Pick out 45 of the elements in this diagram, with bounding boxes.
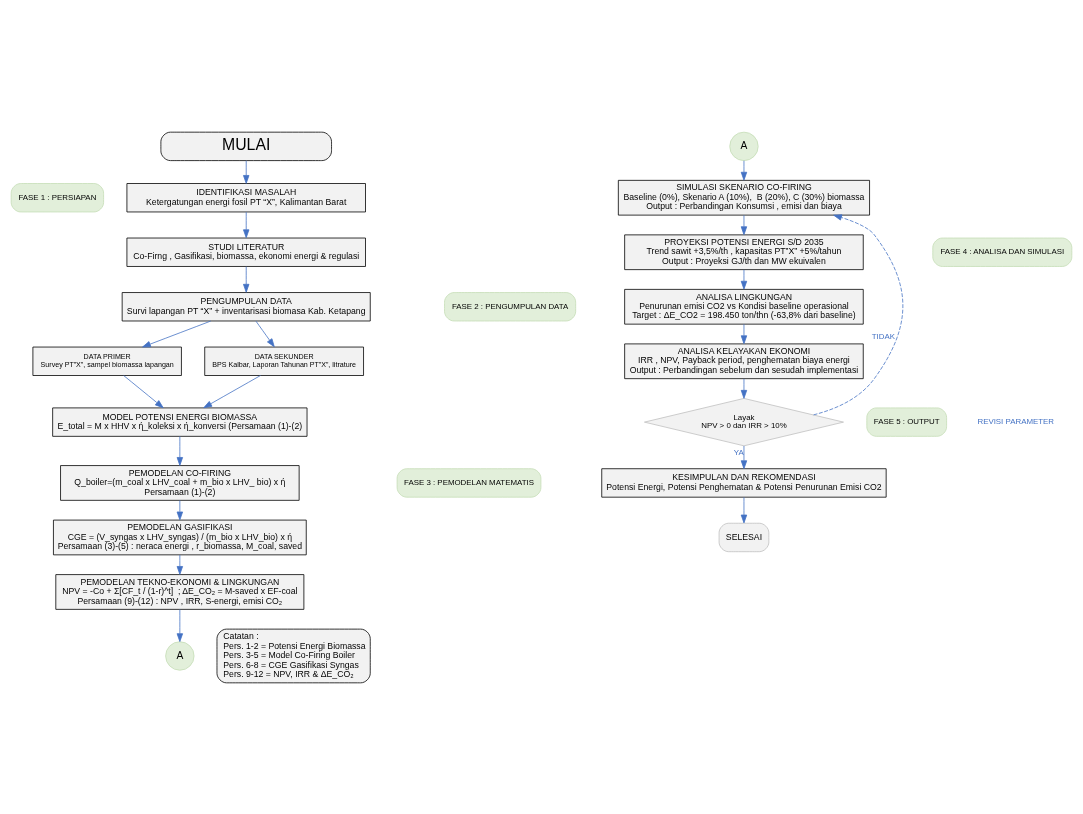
- node-box: FASE 5 : OUTPUT: [866, 407, 947, 437]
- arrow: [740, 496, 748, 523]
- node-box: SIMULASI SKENARIO CO-FIRING Baseline (0%), Skenario A (10%), B (20%), C (30%) biomassa Output : Perbandingan Konsumsi , emisi dan biaya: [617, 179, 870, 215]
- node-box: ANALISA LINGKUNGAN Penurunan emisi CO2 vs Kondisi baseline operasional Target : ΔE_CO2 = 198.450 ton/thn (-63,8% dari baseline): [624, 288, 864, 325]
- arrow: [740, 268, 748, 290]
- arrow: [740, 378, 748, 399]
- node-box: PEMODELAN CO-FIRING Q_boiler=(m_coal x LHV_coal + m_bio x LHV_ bio) x ή Persamaan (1)-(2): [60, 464, 300, 501]
- node-box: FASE 1 : PERSIAPAN: [10, 182, 104, 212]
- arrow: [123, 374, 164, 408]
- arrow: [740, 214, 748, 235]
- edge-label: TIDAK: [871, 331, 895, 341]
- node-box: STUDI LITERATUR Co-Firng , Gasifikasi, biomassa, ekonomi energi & regulasi: [126, 237, 366, 267]
- arrow: [255, 320, 275, 347]
- arrow: [176, 608, 183, 642]
- node-circle: A: [165, 640, 195, 671]
- node-box: PENGUMPULAN DATA Survi lapangan PT “X” + inventarisasi biomasa Kab. Ketapang: [121, 291, 371, 321]
- node-box: IDENTIFIKASI MASALAH Ketergatungan energi fosil PT “X”, Kalimantan Barat: [126, 182, 366, 212]
- arrow: [740, 323, 748, 344]
- arrow: [176, 554, 183, 575]
- node-box: PROYEKSI POTENSI ENERGI S/D 2035 Trend sawit +3,5%/th , kapasitas PT”X” +5%/tahun Output : Proyeksi GJ/th dan MW ekuivalen: [624, 233, 864, 270]
- node-box: MULAI: [160, 131, 332, 161]
- node-box: Catatan : Pers. 1-2 = Potensi Energi Biomassa Pers. 3-5 = Model Co-Firing Boiler Pers. 6-8 = CGE Gasifikasi Syngas Pers. 9-12 = NPV, IRR & ΔE_CO₂: [216, 628, 371, 683]
- arrow: [243, 159, 250, 184]
- node-box: PEMODELAN GASIFIKASI CGE = (V_syngas x LHV_syngas) / (m_bio x LHV_bio) x ή Persamaan (3)-(5) : neraca energi , r_biomassa, M_coal, saved: [53, 519, 307, 555]
- node-box: ANALISA KELAYAKAN EKONOMI IRR , NPV, Payback period, penghematan biaya energi Output : Perbandingan sebelum dan sesudah implementasi: [624, 343, 864, 379]
- node-box: FASE 3 : PEMODELAN MATEMATIS: [396, 467, 542, 498]
- node-circle: A: [729, 131, 759, 161]
- arrow: [176, 499, 183, 520]
- edge-label: YA: [733, 447, 744, 457]
- node-box: FASE 4 : ANALISA DAN SIMULASI: [932, 237, 1073, 267]
- arrow: [740, 445, 748, 469]
- arrow: [243, 211, 250, 238]
- arrow: [142, 320, 212, 347]
- node-box: FASE 2 : PENGUMPULAN DATA: [444, 291, 577, 321]
- arrow: [203, 374, 261, 408]
- label: REVISI PARAMETER: [977, 416, 1055, 426]
- arrow: [740, 159, 748, 181]
- node-box: MODEL POTENSI ENERGI BIOMASSA E_total = M x HHV x ή_koleksi x ή_konversi (Persamaan (1)-(2): [52, 407, 308, 437]
- arrow: [243, 265, 250, 293]
- node-box: PEMODELAN TEKNO-EKONOMI & LINGKUNGAN NPV = -Co + Σ[CF_t / (1-r)^t] ; ΔE_CO₂ = M-saved x EF-coal Persamaan (9)-(12) : NPV , IRR, S-energi, emisi CO₂: [55, 573, 305, 610]
- node-box: SELESAI: [718, 522, 770, 552]
- arrow: [176, 435, 183, 466]
- node-diamond: Layak NPV > 0 dan IRR > 10%: [644, 397, 844, 446]
- arrow: [813, 213, 904, 415]
- node-box: KESIMPULAN DAN REKOMENDASI Potensi Energi, Potensi Penghematan & Potensi Penurunan Emisi CO2: [601, 467, 887, 498]
